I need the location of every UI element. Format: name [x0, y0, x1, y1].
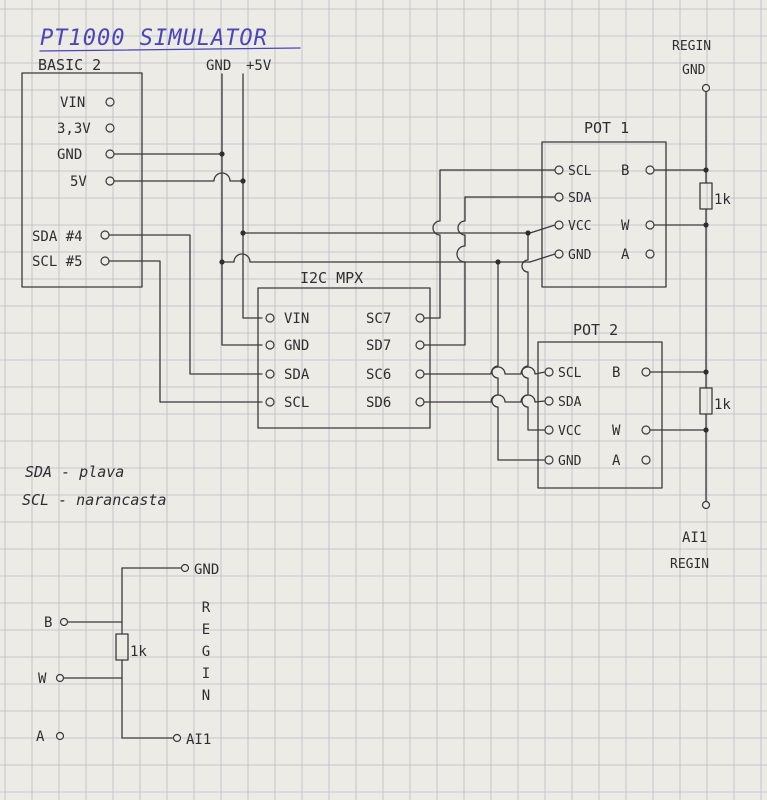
regin-bottom-label: REGIN	[670, 557, 709, 572]
plus5v-rail-label: +5V	[246, 58, 272, 74]
pot2-pin-gnd: GND	[558, 454, 582, 469]
vertical-letter: E	[202, 622, 210, 638]
regin-top-label: REGIN	[672, 39, 711, 54]
ai1-terminal	[701, 500, 711, 510]
pot2-module: POT 2 SCL SDA VCC GND B W A	[537, 321, 663, 489]
mux-pin-sd6: SD6	[366, 395, 391, 411]
basic-pin-3v3-terminal	[105, 123, 115, 133]
basic-board-name: BASIC 2	[38, 56, 101, 74]
mux-pin-vin: VIN	[284, 311, 309, 327]
power-rails	[113, 73, 531, 346]
basic-pin-5v: 5V	[70, 174, 87, 190]
regin-top-gnd-label: GND	[682, 63, 706, 78]
mux-pin-scl: SCL	[284, 395, 309, 411]
basic-pin-gnd: GND	[57, 147, 82, 163]
detail-w-label: W	[38, 671, 47, 687]
basic-pin-scl-terminal	[100, 256, 110, 266]
mux-pin-sd7: SD7	[366, 338, 391, 354]
title-underline	[39, 47, 301, 52]
mux-pin-gnd: GND	[284, 338, 309, 354]
basic-pin-vin: VIN	[60, 95, 85, 111]
pot1-pin-w: W	[621, 218, 630, 234]
wire-color-legend: SDA - plava SCL - narancasta	[22, 463, 167, 509]
pot2-pin-vcc: VCC	[558, 424, 581, 439]
basic-pin-sda-terminal	[100, 230, 110, 240]
i2c-bus-wires	[108, 234, 263, 403]
pot2-pin-sda: SDA	[558, 395, 582, 410]
resistor-r2-value: 1k	[714, 397, 731, 413]
legend-scl: SCL - narancasta	[22, 491, 167, 509]
pot1-pin-gnd: GND	[568, 248, 592, 263]
pot1-pin-a: A	[621, 247, 630, 263]
pot2-pin-scl: SCL	[558, 366, 582, 381]
legend-sda: SDA - plava	[25, 463, 124, 481]
vertical-letter: I	[202, 666, 210, 682]
gnd-rail-label: GND	[206, 58, 231, 74]
detail-a-label: A	[36, 729, 45, 745]
detail-b-label: B	[44, 615, 52, 631]
pot2-pin-w: W	[612, 423, 621, 439]
pot1-pin-sda: SDA	[568, 191, 592, 206]
i2c-multiplexer: I2C MPX VIN GND SDA SCL SC7 SD7 SC6 SD6	[257, 269, 431, 429]
pot2-name: POT 2	[573, 321, 618, 339]
basic-pin-5v-terminal	[105, 176, 115, 186]
basic-pin-vin-terminal	[105, 97, 115, 107]
detail-ai1-label: AI1	[186, 732, 211, 748]
title: PT1000 SIMULATOR	[40, 26, 268, 51]
pot2-i2c-wiring	[423, 366, 546, 403]
mux-pin-sc6: SC6	[366, 367, 391, 383]
resistor-r3-value: 1k	[130, 644, 147, 660]
mux-pin-sc7: SC7	[366, 311, 391, 327]
pot1-pin-vcc: VCC	[568, 219, 591, 234]
pot1-module: POT 1 SCL SDA VCC GND B W A	[541, 119, 667, 288]
basic-pin-scl: SCL #5	[32, 254, 83, 270]
pot1-pin-scl: SCL	[568, 164, 592, 179]
pot1-wiring	[423, 169, 556, 346]
mux-pin-sda: SDA	[284, 367, 310, 383]
resistor-r1-value: 1k	[714, 192, 731, 208]
basic-board: BASIC 2 VIN 3,3V GND 5V SDA #4 SCL #5	[21, 56, 143, 288]
vertical-letter: R	[202, 600, 211, 616]
pot1-pin-b: B	[621, 163, 629, 179]
regin-bottom-ai1-label: AI1	[682, 530, 707, 546]
regin-gnd-terminal	[701, 83, 711, 93]
pot2-pin-b: B	[612, 365, 620, 381]
pot1-name: POT 1	[584, 119, 629, 137]
vertical-letter: N	[202, 688, 210, 704]
basic-pin-sda: SDA #4	[32, 229, 83, 245]
output-resistor-chain: REGIN GND 1k 1k AI1 REGIN	[649, 39, 731, 572]
detail-gnd-label: GND	[194, 562, 219, 578]
basic-pin-3v3: 3,3V	[57, 121, 91, 137]
mux-name: I2C MPX	[300, 269, 363, 287]
vertical-letter: G	[202, 644, 210, 660]
basic-pin-gnd-terminal	[105, 149, 115, 159]
pot2-pin-a: A	[612, 453, 621, 469]
